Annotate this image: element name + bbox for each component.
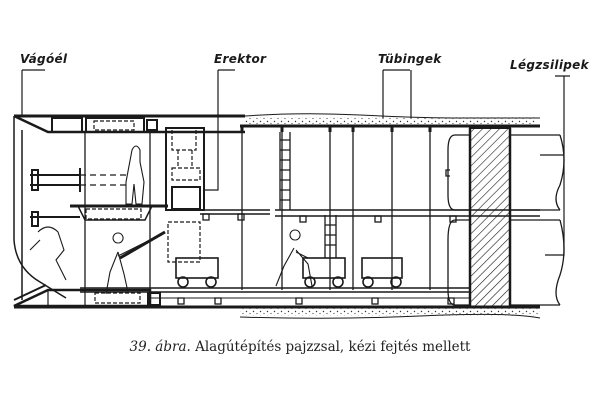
- figure-caption: 39. ábra. Alagútépítés pajzzsal, kézi fe…: [0, 339, 600, 355]
- figure-caption-text: Alagútépítés pajzzsal, kézi fejtés melle…: [195, 339, 471, 355]
- cart-1: [175, 257, 219, 288]
- label-legzsilipek: Légzsilipek: [510, 58, 589, 72]
- label-tubingek: Tübingek: [378, 52, 442, 66]
- cart-3: [361, 257, 403, 288]
- label-vagoel: Vágóél: [20, 52, 68, 66]
- figure-abra: ábra.: [155, 339, 191, 355]
- label-erektor: Erektor: [214, 52, 267, 66]
- figure-number: 39.: [129, 339, 151, 355]
